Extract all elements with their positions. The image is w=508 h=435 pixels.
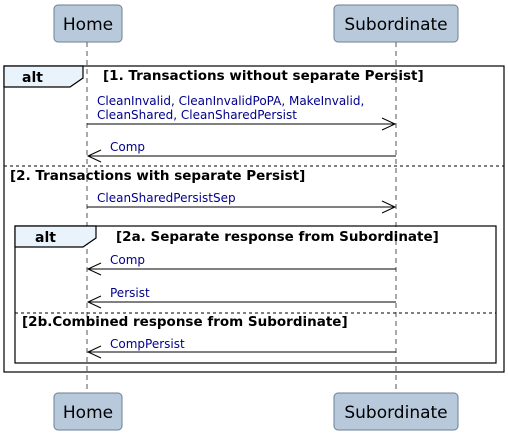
message-3-arrowhead (381, 200, 397, 214)
message-4: Comp (86, 253, 396, 276)
home-label-bottom: Home (63, 403, 113, 423)
inner-alt-guard-2: [2b.Combined response from Subordinate] (22, 314, 348, 330)
message-3-label: CleanSharedPersistSep (97, 191, 236, 205)
message-1: CleanInvalid, CleanInvalidPoPA, MakeInva… (87, 94, 397, 131)
subordinate-participant-bottom[interactable]: Subordinate (333, 392, 459, 431)
message-5-arrowhead (86, 295, 102, 309)
home-participant-top[interactable]: Home (53, 4, 123, 43)
message-3: CleanSharedPersistSep (87, 191, 397, 214)
message-2-label: Comp (110, 140, 145, 154)
inner-alt-tab (14, 225, 97, 248)
subordinate-participant-top[interactable]: Subordinate (333, 4, 459, 43)
message-4-arrowhead (86, 262, 102, 276)
outer-alt-frame: alt [1. Transactions without separate Pe… (3, 65, 505, 373)
message-5: Persist (86, 286, 396, 309)
outer-alt-operator: alt (22, 70, 43, 86)
subordinate-label-top: Subordinate (344, 15, 447, 35)
message-5-label: Persist (110, 286, 150, 300)
outer-alt-guard-1: [1. Transactions without separate Persis… (103, 68, 424, 84)
message-2-arrowhead (86, 149, 102, 163)
home-label-top: Home (63, 15, 113, 35)
message-1-label-line1: CleanInvalid, CleanInvalidPoPA, MakeInva… (97, 94, 364, 108)
message-2: Comp (86, 140, 396, 163)
message-1-label-line2: CleanShared, CleanSharedPersist (97, 108, 297, 122)
message-4-label: Comp (110, 253, 145, 267)
inner-alt-operator: alt (35, 230, 56, 246)
outer-alt-tab (3, 65, 84, 88)
message-6-label: CompPersist (110, 337, 185, 351)
home-participant-bottom[interactable]: Home (53, 392, 123, 431)
outer-alt-guard-2: [2. Transactions with separate Persist] (10, 168, 305, 184)
message-6: CompPersist (86, 337, 396, 359)
subordinate-label-bottom: Subordinate (344, 403, 447, 423)
inner-alt-frame: alt [2a. Separate response from Subordin… (14, 225, 497, 364)
message-6-arrowhead (86, 345, 102, 359)
inner-alt-guard-1: [2a. Separate response from Subordinate] (116, 229, 439, 245)
message-1-arrowhead (381, 117, 397, 131)
